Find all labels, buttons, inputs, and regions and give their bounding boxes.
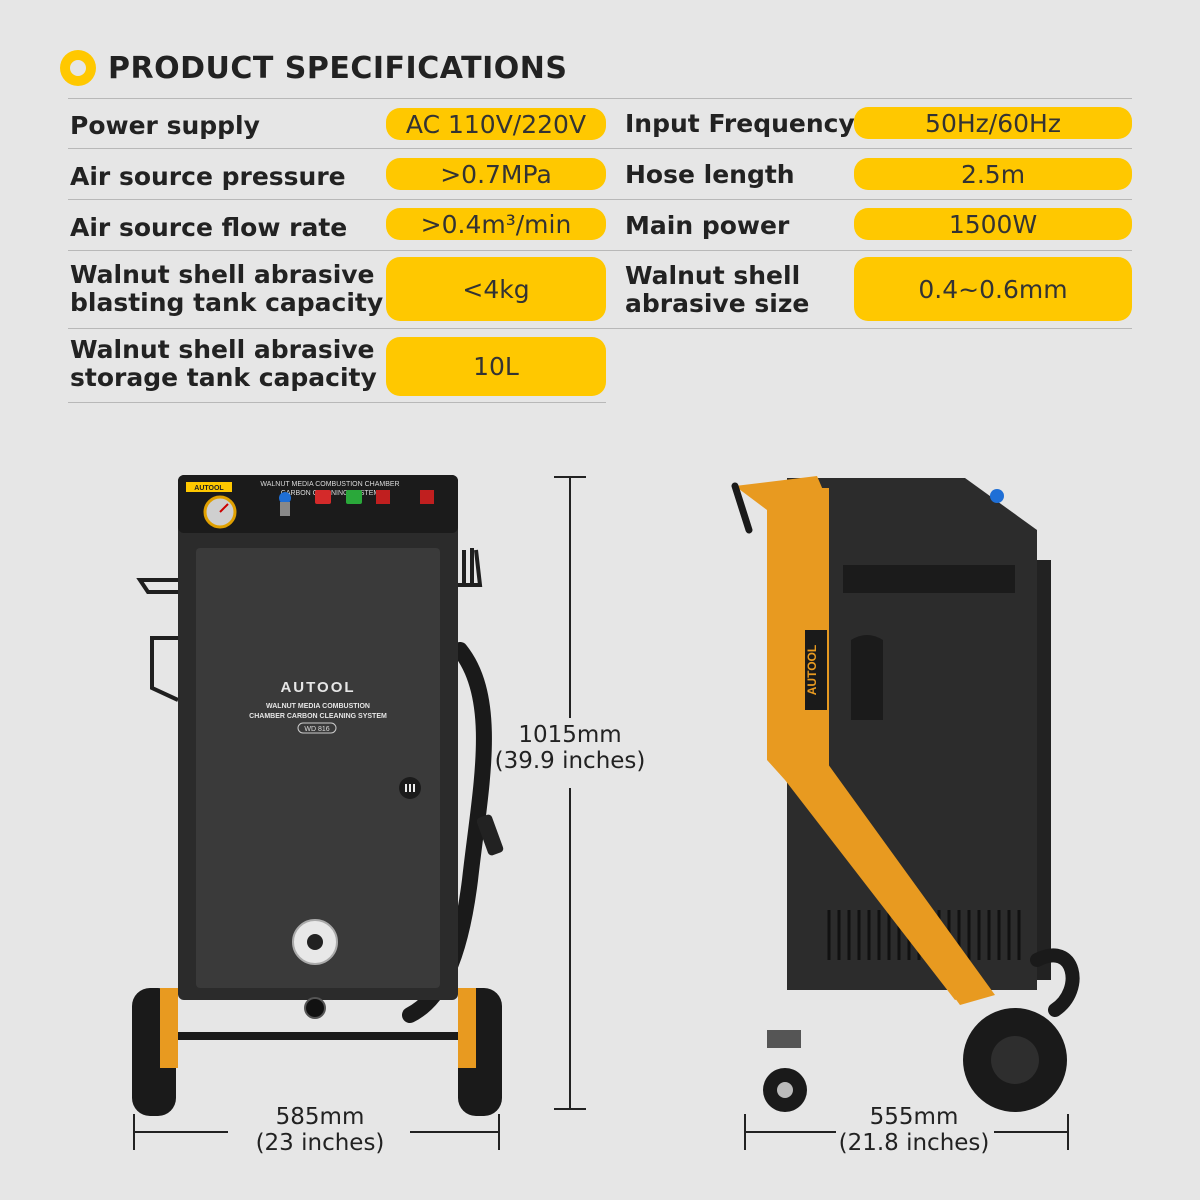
spec-value-power-supply: AC 110V/220V <box>386 108 606 140</box>
green-button-icon <box>346 490 362 504</box>
front-panel-text-1: WALNUT MEDIA COMBUSTION <box>266 703 370 710</box>
top-badge-text: AUTOOL <box>194 485 224 492</box>
side-width-label: 555mm (21.8 inches) <box>834 1104 994 1156</box>
wheel-axle <box>170 1032 470 1040</box>
red-switch-icon <box>420 490 434 504</box>
orange-frame <box>735 476 987 1000</box>
height-inches: (39.9 inches) <box>494 748 646 774</box>
spec-value-hose-length: 2.5m <box>854 158 1132 190</box>
spec-label-line: storage tank capacity <box>70 363 377 392</box>
spec-label-air-pressure: Air source pressure <box>70 162 346 191</box>
red-button-icon <box>315 490 331 504</box>
height-dimension-cap <box>554 476 586 478</box>
side-width-cap <box>1067 1114 1069 1150</box>
side-hose <box>1030 948 1080 1017</box>
tool-hook-rail <box>843 565 1015 593</box>
side-width-mm: 555mm <box>869 1104 959 1130</box>
front-width-label: 585mm (23 inches) <box>240 1104 400 1156</box>
page-title: PRODUCT SPECIFICATIONS <box>108 50 568 86</box>
spec-label-line: blasting tank capacity <box>70 288 384 317</box>
brand-logo: AUTOOL <box>280 679 355 696</box>
circle-bullet-icon <box>60 50 96 86</box>
height-dimension-label: 1015mm (39.9 inches) <box>490 722 650 774</box>
front-width-line <box>410 1131 500 1133</box>
top-panel-text-1: WALNUT MEDIA COMBUSTION CHAMBER <box>260 481 399 488</box>
left-basket <box>136 578 179 702</box>
spec-value-air-flow: >0.4m³/min <box>386 208 606 240</box>
spec-label-line: Walnut shell abrasive <box>70 260 375 289</box>
spec-value-abrasive-size: 0.4~0.6mm <box>854 257 1132 321</box>
regulator-knob-icon <box>279 492 291 504</box>
spec-label-line: Walnut shell <box>625 261 801 290</box>
spec-label-main-power: Main power <box>625 211 790 240</box>
spec-label-abrasive-size: Walnut shell abrasive size <box>625 262 809 318</box>
side-width-cap <box>744 1114 746 1150</box>
front-door <box>196 548 440 988</box>
front-width-mm: 585mm <box>275 1104 365 1130</box>
spec-label-air-flow: Air source flow rate <box>70 213 348 242</box>
front-width-cap <box>498 1114 500 1150</box>
row-divider <box>68 98 1132 99</box>
row-divider <box>68 148 1132 149</box>
row-divider <box>68 199 1132 200</box>
height-mm: 1015mm <box>518 722 622 748</box>
side-view-machine: AUTOOL <box>731 476 1080 1112</box>
regulator-knob-icon <box>990 489 1004 503</box>
red-switch-icon <box>376 490 390 504</box>
front-view-machine: AUTOOL WALNUT MEDIA COMBUSTION CHAMBER C… <box>132 475 504 1116</box>
row-divider <box>68 250 1132 251</box>
spec-value-input-frequency: 50Hz/60Hz <box>854 107 1132 139</box>
blasting-port-icon <box>304 997 326 1019</box>
spec-label-line: abrasive size <box>625 289 810 318</box>
spec-value-main-power: 1500W <box>854 208 1132 240</box>
top-badge <box>186 482 232 492</box>
row-divider <box>68 328 1132 329</box>
right-basket <box>456 548 483 587</box>
hose-plug-icon <box>476 814 504 856</box>
gun-holder <box>851 635 883 720</box>
front-width-inches: (23 inches) <box>255 1130 385 1156</box>
spec-label-storage-tank: Walnut shell abrasive storage tank capac… <box>70 336 377 392</box>
spec-label-input-frequency: Input Frequency <box>625 109 855 138</box>
side-width-line <box>744 1131 836 1133</box>
spec-label-blasting-tank: Walnut shell abrasive blasting tank capa… <box>70 261 383 317</box>
model-text: WD 816 <box>304 726 329 733</box>
front-width-line <box>133 1131 228 1133</box>
spec-label-line: Walnut shell abrasive <box>70 335 375 364</box>
handle-grip-icon <box>731 482 753 534</box>
height-dimension-line <box>569 476 571 718</box>
front-panel-text-2: CHAMBER CARBON CLEANING SYSTEM <box>249 713 387 720</box>
orange-frame-diagonal <box>787 760 995 1005</box>
side-width-inches: (21.8 inches) <box>838 1130 990 1156</box>
spec-value-storage-tank: 10L <box>386 337 606 396</box>
height-dimension-cap <box>554 1108 586 1110</box>
brand-sticker <box>805 630 827 710</box>
spec-label-hose-length: Hose length <box>625 160 795 189</box>
row-divider <box>68 402 606 403</box>
front-width-cap <box>133 1114 135 1150</box>
side-back-panel <box>1037 560 1051 980</box>
side-brand-logo: AUTOOL <box>805 645 819 695</box>
side-width-line <box>994 1131 1068 1133</box>
height-dimension-line <box>569 788 571 1110</box>
spec-value-blasting-tank: <4kg <box>386 257 606 321</box>
spec-label-power-supply: Power supply <box>70 111 260 140</box>
spec-header: PRODUCT SPECIFICATIONS <box>60 50 567 86</box>
spec-value-air-pressure: >0.7MPa <box>386 158 606 190</box>
